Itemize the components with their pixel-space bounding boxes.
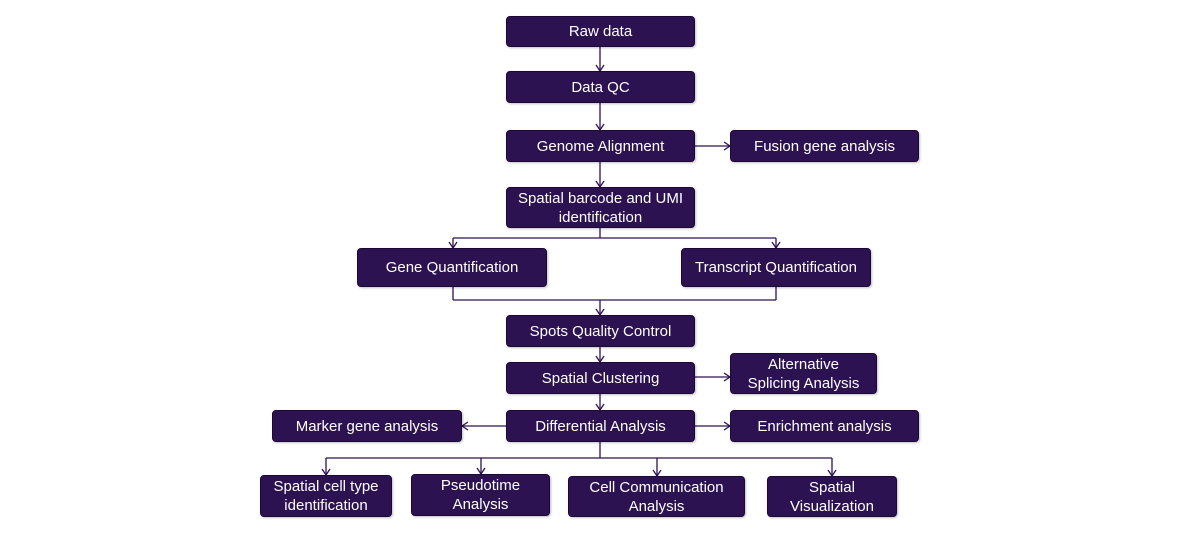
node-cell-communication-analysis: Cell Communication Analysis: [568, 476, 745, 517]
node-spatial-cell-type-identification: Spatial cell type identification: [260, 475, 392, 517]
edge-barcode-split: [452, 228, 777, 248]
node-enrichment-analysis: Enrichment analysis: [730, 410, 919, 442]
node-spatial-visualization: Spatial Visualization: [767, 476, 897, 517]
node-differential-analysis: Differential Analysis: [506, 410, 695, 442]
node-gene-quantification: Gene Quantification: [357, 248, 547, 287]
node-spots-quality-control: Spots Quality Control: [506, 315, 695, 347]
node-marker-gene-analysis: Marker gene analysis: [272, 410, 462, 442]
arrowhead-differential-to-marker: [460, 421, 469, 431]
edge-quant-merge: [452, 287, 777, 315]
edge-differential-fanout: [325, 442, 833, 476]
node-transcript-quantification: Transcript Quantification: [681, 248, 871, 287]
node-raw-data: Raw data: [506, 16, 695, 47]
node-fusion-gene-analysis: Fusion gene analysis: [730, 130, 919, 162]
node-alternative-splicing: Alternative Splicing Analysis: [730, 353, 877, 394]
node-pseudotime-analysis: Pseudotime Analysis: [411, 474, 550, 516]
node-genome-alignment: Genome Alignment: [506, 130, 695, 162]
node-spatial-clustering: Spatial Clustering: [506, 362, 695, 394]
node-data-qc: Data QC: [506, 71, 695, 103]
node-spatial-barcode-umi: Spatial barcode and UMI identification: [506, 187, 695, 228]
